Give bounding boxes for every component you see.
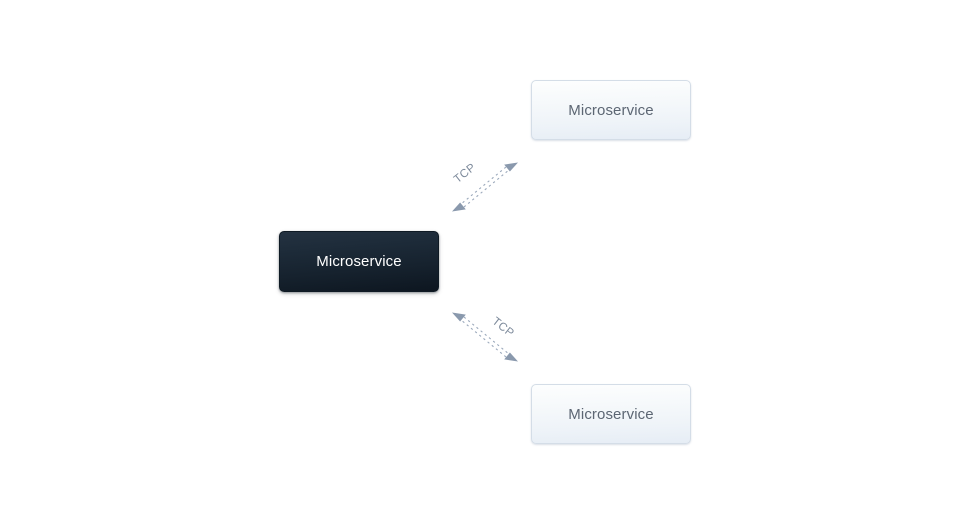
- node-service-upper[interactable]: Microservice: [531, 80, 691, 140]
- connector-line: [460, 319, 507, 358]
- connector-line: [463, 169, 510, 208]
- node-label: Microservice: [316, 253, 402, 270]
- connector-tcp-lower-outbound: [463, 316, 518, 362]
- connector-line: [460, 166, 507, 205]
- connector-label-tcp-upper: TCP: [452, 161, 478, 185]
- arrowhead-icon: [504, 352, 518, 362]
- node-label: Microservice: [568, 405, 654, 423]
- connector-tcp-lower[interactable]: TCP: [452, 312, 518, 362]
- arrowhead-icon: [452, 202, 466, 212]
- connector-label-tcp-lower: TCP: [490, 315, 516, 339]
- connector-line: [463, 316, 510, 355]
- node-service-primary[interactable]: Microservice: [279, 231, 439, 292]
- connector-tcp-upper[interactable]: TCP: [452, 161, 518, 212]
- arrowhead-icon: [504, 162, 518, 172]
- arrowhead-icon: [452, 312, 466, 322]
- connector-tcp-upper-inbound: [452, 166, 507, 212]
- node-service-lower[interactable]: Microservice: [531, 384, 691, 444]
- node-label: Microservice: [568, 101, 654, 119]
- connector-tcp-lower-inbound: [452, 312, 507, 358]
- connector-tcp-upper-outbound: [463, 162, 518, 208]
